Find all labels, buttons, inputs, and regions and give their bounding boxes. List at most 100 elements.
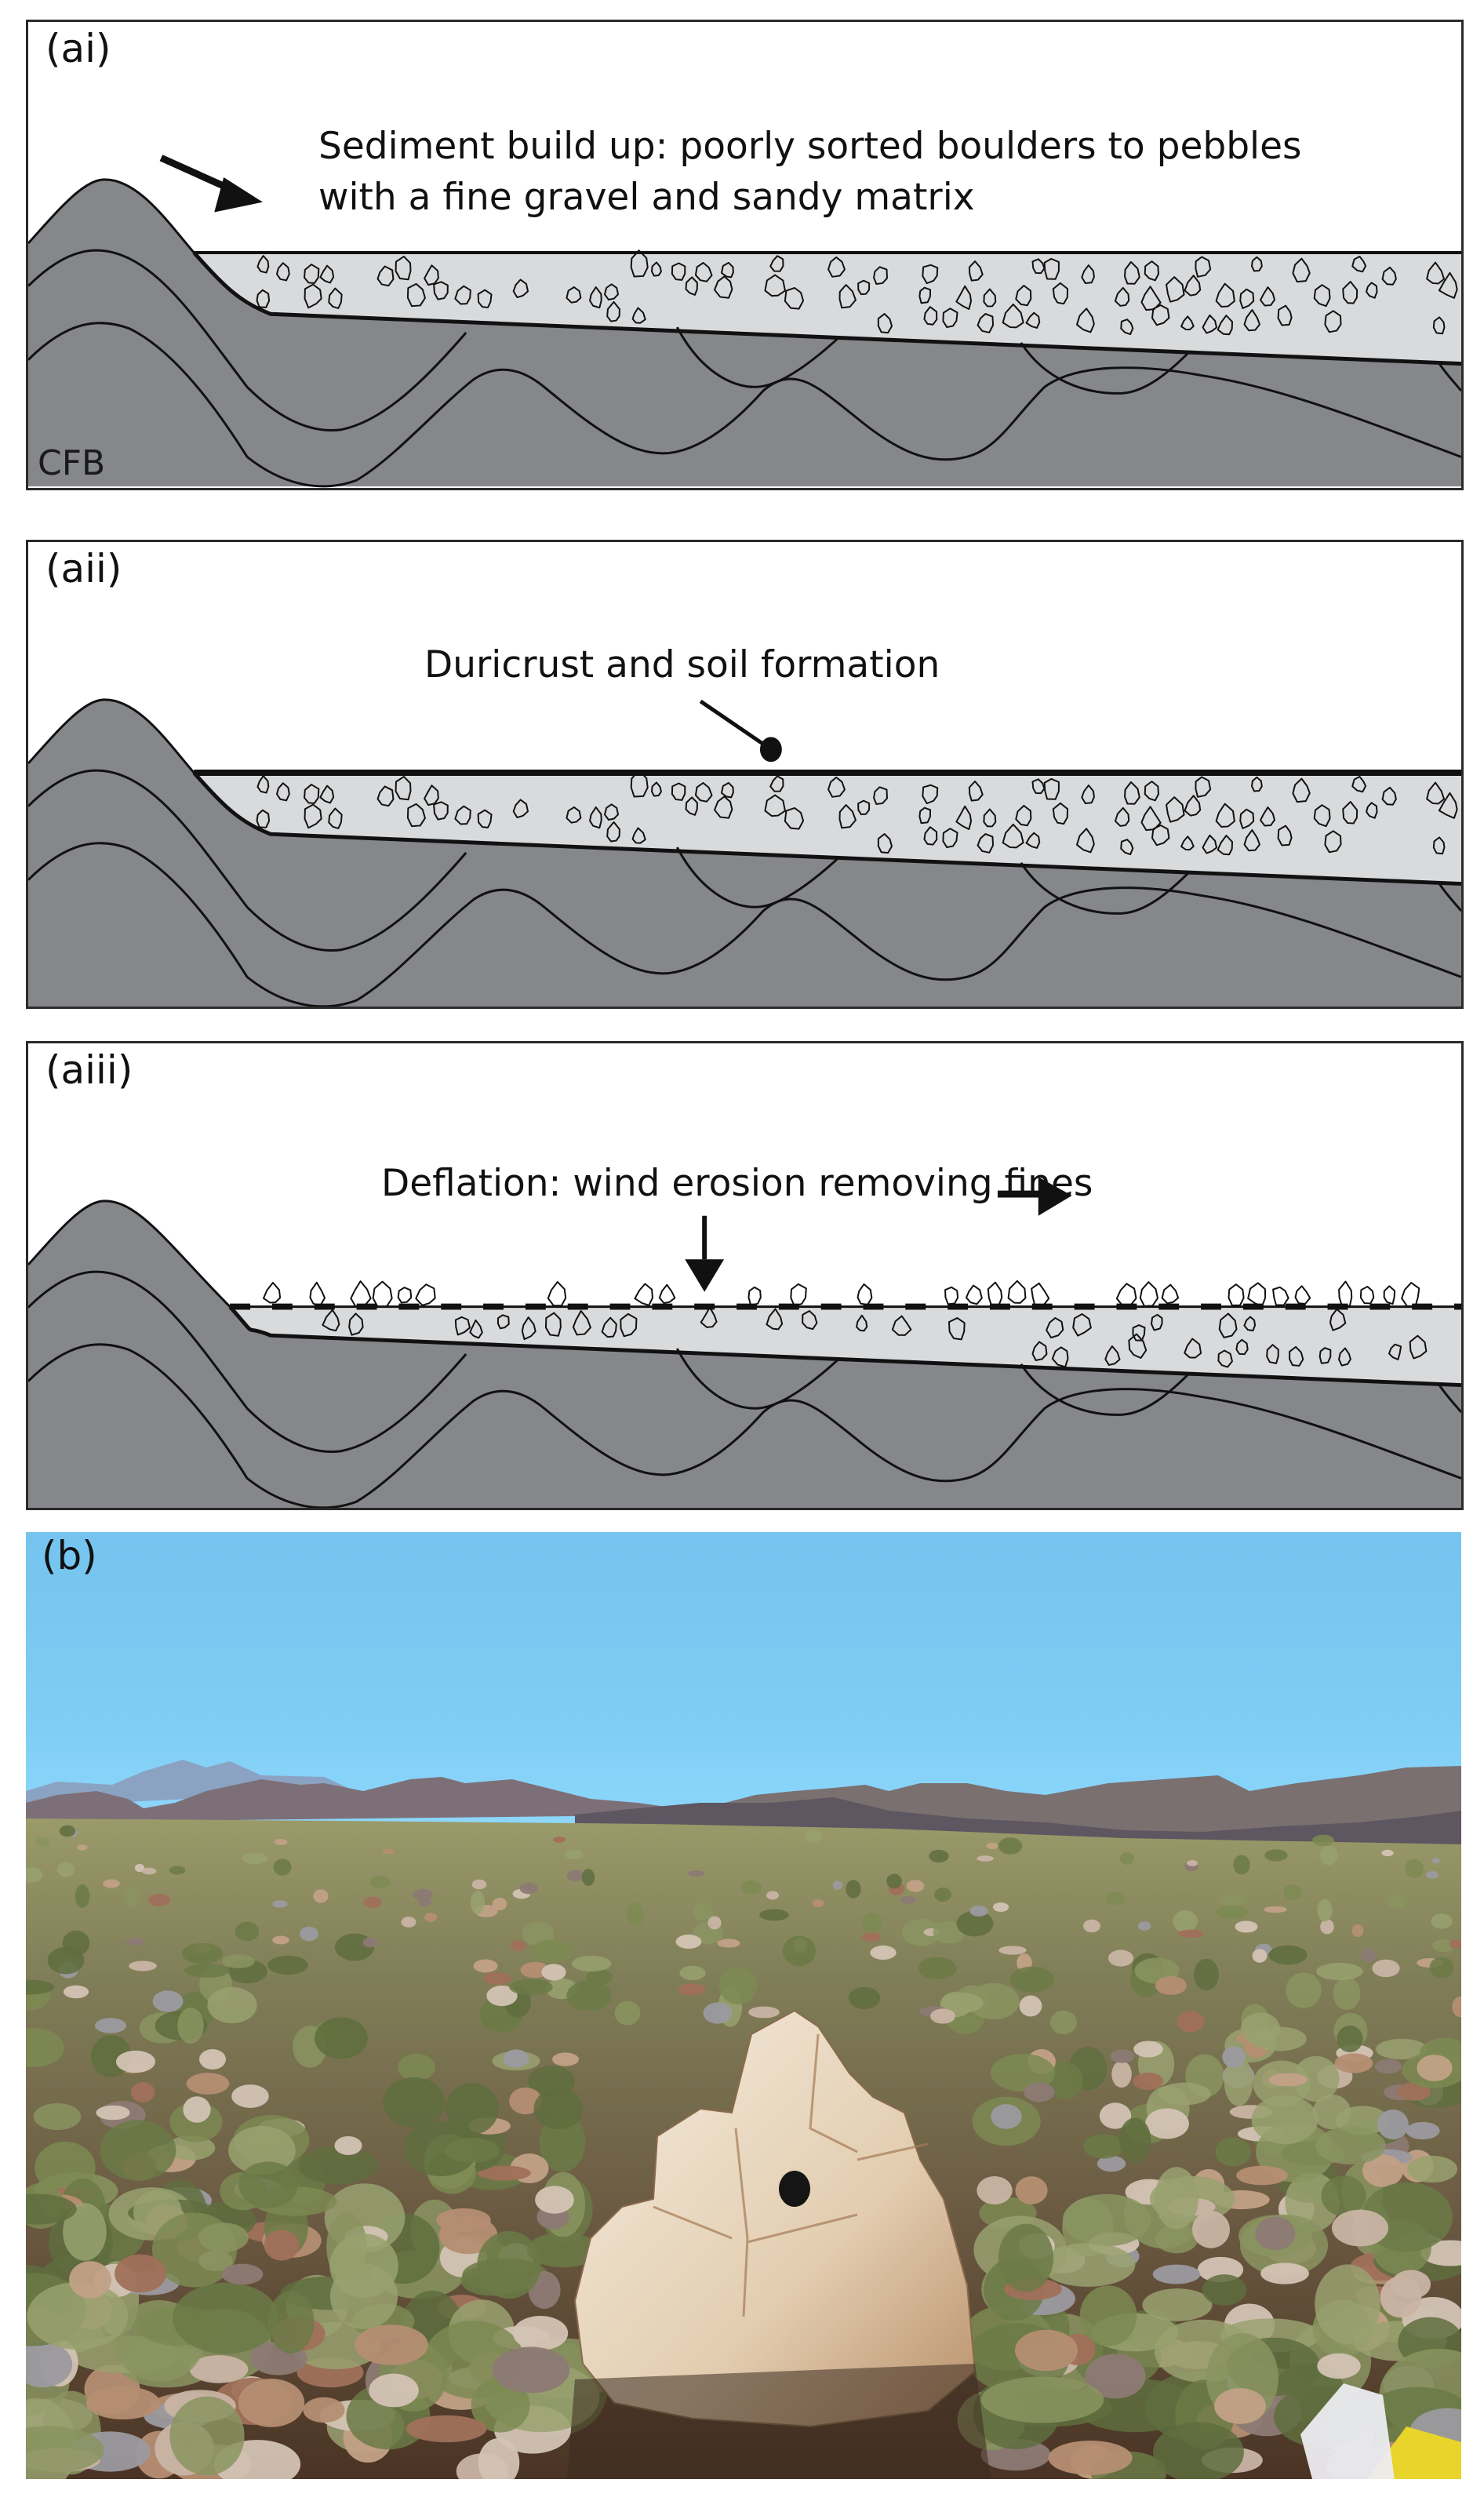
shrub [1118, 2117, 1151, 2163]
caption-line-2: with a fine gravel and sandy matrix [318, 176, 975, 219]
rock [992, 1902, 1009, 1913]
rock [930, 2008, 955, 2024]
pebble [601, 1316, 617, 1338]
pebble [1329, 1308, 1347, 1331]
rock [1377, 2109, 1409, 2140]
rock [906, 1880, 925, 1892]
shrub [198, 2223, 249, 2252]
pebble [1266, 1344, 1279, 1364]
cross-section-ai [28, 155, 1461, 488]
rock [199, 2048, 226, 2070]
caption-line-1: Sediment build up: poorly sorted boulder… [318, 125, 1302, 168]
pebble [1081, 785, 1095, 805]
rock [313, 1889, 329, 1903]
shrub [228, 2126, 296, 2175]
rock [300, 1926, 318, 1942]
pebble [256, 255, 270, 274]
rock [1264, 1906, 1287, 1913]
panel-label: (aiii) [45, 1047, 133, 1093]
rock [1214, 2388, 1266, 2424]
rock [862, 1931, 881, 1942]
shrub [235, 1921, 260, 1942]
rock [147, 1893, 171, 1907]
rock [675, 1934, 702, 1949]
shrub [934, 1888, 951, 1902]
shrub [1047, 2061, 1083, 2100]
pebble [1140, 806, 1162, 832]
shrub [1079, 2285, 1137, 2346]
shrub [1317, 1899, 1333, 1922]
rock [115, 2050, 156, 2073]
shrub [929, 1849, 949, 1863]
pebble [1180, 315, 1195, 331]
shrub [692, 1902, 714, 1921]
shrub [100, 2120, 176, 2181]
sediment-layer [194, 773, 1461, 884]
rock [183, 2096, 211, 2123]
shrub [63, 2203, 107, 2261]
rock [1145, 2108, 1189, 2139]
rock [96, 2105, 130, 2121]
rock [85, 2386, 161, 2419]
pebble [256, 775, 270, 794]
shrub [1315, 2264, 1380, 2344]
shrub [177, 2007, 204, 2044]
fold-line-2 [28, 842, 1461, 1007]
shrub [1315, 2126, 1386, 2165]
shrub [1312, 2094, 1351, 2130]
rock [1255, 2216, 1296, 2251]
rock [1014, 2329, 1078, 2372]
rock [1332, 2209, 1388, 2247]
shrub [941, 1992, 984, 2014]
pebble [433, 281, 449, 300]
rock [717, 1939, 740, 1948]
pebble [469, 1319, 483, 1339]
pebble [1052, 802, 1069, 825]
pebble [856, 1314, 868, 1332]
rock [1186, 1860, 1198, 1866]
pebble [263, 1282, 282, 1304]
shrub [445, 2138, 500, 2163]
fold-line-5 [1438, 362, 1461, 392]
rock [900, 1895, 916, 1905]
panel-label: (ai) [45, 26, 111, 71]
pebble [827, 256, 846, 278]
shrub [918, 1957, 957, 1980]
pebble [968, 781, 984, 802]
pebble [589, 806, 602, 829]
rock [535, 2186, 574, 2214]
hill-outline [28, 698, 195, 774]
pebble [685, 276, 698, 296]
rock [473, 1959, 498, 1973]
pebble [1250, 256, 1263, 272]
pebble [589, 286, 602, 309]
pebble [918, 286, 932, 304]
pebble [1076, 828, 1095, 854]
rock [478, 2165, 531, 2181]
shrub [522, 1921, 555, 1946]
pebble [275, 262, 290, 282]
pebble [512, 278, 529, 299]
pebble [1260, 286, 1275, 307]
shrub [740, 1880, 762, 1895]
pebble [1144, 781, 1159, 802]
pebble [1438, 271, 1458, 299]
pebble [376, 265, 395, 287]
fold-line-3 [675, 846, 838, 908]
pebble [944, 1286, 959, 1305]
fold-line-4 [1020, 1363, 1191, 1416]
pebble [769, 775, 784, 792]
fold-line-1 [28, 249, 467, 431]
rock [115, 2254, 166, 2293]
pebble [838, 284, 857, 309]
rock [471, 1879, 487, 1890]
pebble [1151, 1313, 1163, 1331]
shrub [1337, 2025, 1363, 2053]
shrub [477, 2230, 541, 2299]
pebble [873, 786, 889, 806]
pebble [766, 1308, 784, 1331]
pebble [1051, 1346, 1069, 1368]
pebble [1128, 1333, 1148, 1360]
rock [382, 1848, 395, 1855]
panel-ai: (ai) Sediment build up: poorly sorted bo… [26, 20, 1464, 490]
